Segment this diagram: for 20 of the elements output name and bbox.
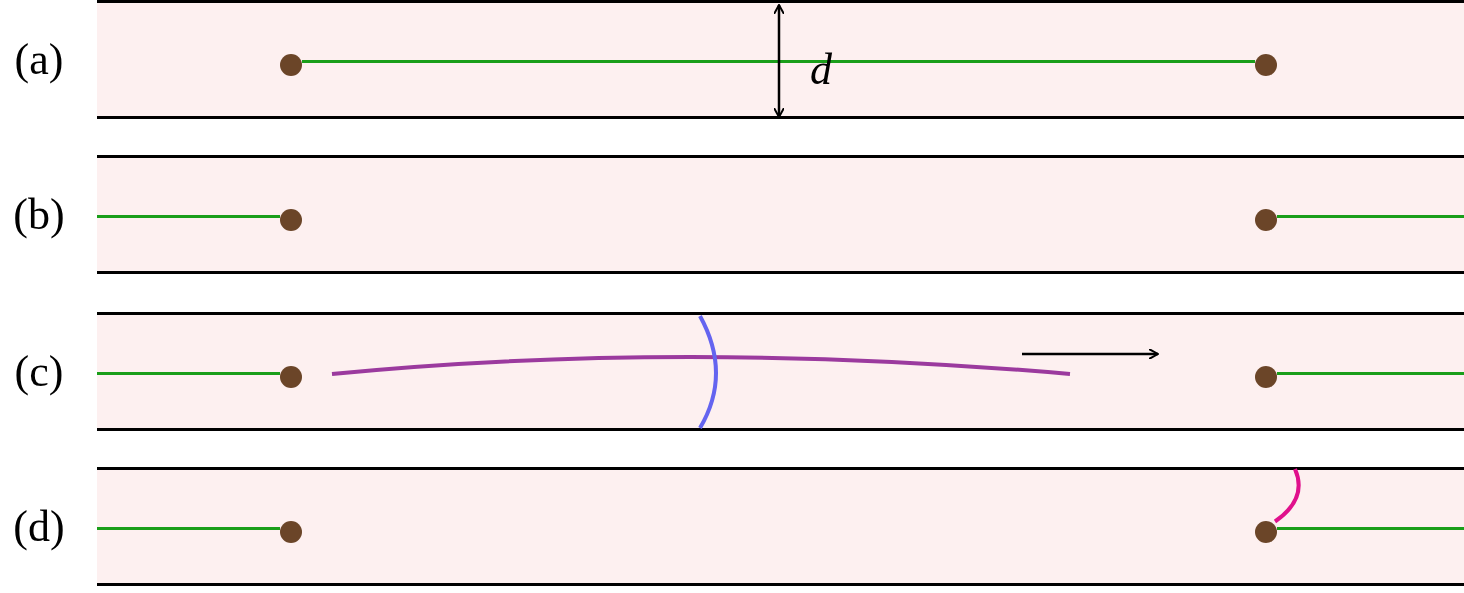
string-line: [1277, 372, 1464, 375]
endpoint-dot: [1255, 53, 1277, 76]
panel-label: (b): [12, 189, 66, 241]
panel-label: (a): [13, 34, 65, 86]
string-line: [302, 60, 1255, 63]
string-line: [97, 527, 280, 530]
endpoint-dot: [1255, 520, 1277, 543]
string-line: [97, 215, 280, 218]
panel-label: (c): [13, 346, 65, 398]
string-line: [1273, 468, 1301, 524]
endpoint-dot: [280, 53, 302, 76]
endpoint-dot: [280, 365, 302, 388]
endpoint-dot: [280, 520, 302, 543]
endpoint-dot: [1255, 208, 1277, 231]
panel-label: (d): [12, 501, 66, 553]
string-line: [97, 372, 280, 375]
string-line: [1277, 215, 1464, 218]
string-line: [1277, 527, 1464, 530]
endpoint-dot: [280, 208, 302, 231]
endpoint-dot: [1255, 365, 1277, 388]
